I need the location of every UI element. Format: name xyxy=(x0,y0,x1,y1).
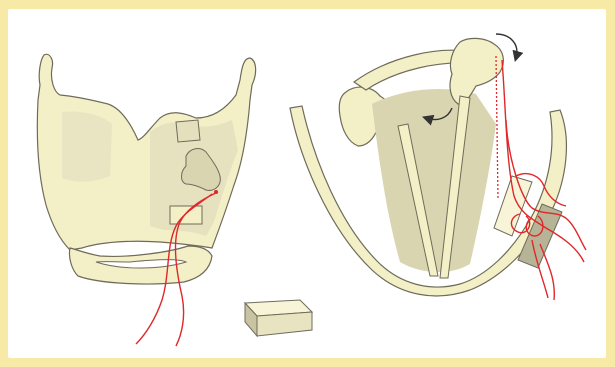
thyroid-cartilage-front-view xyxy=(37,54,255,346)
laryngeal-cross-section xyxy=(290,34,586,300)
lower-window xyxy=(170,206,202,224)
thyroid-left-shadow xyxy=(62,112,112,182)
upper-window xyxy=(176,120,200,142)
suture-knot xyxy=(214,190,218,194)
implant-block xyxy=(245,300,312,336)
suture-path-dotted xyxy=(496,56,498,200)
right-arytenoid xyxy=(450,38,503,104)
vocal-fold-shadow xyxy=(372,89,496,272)
